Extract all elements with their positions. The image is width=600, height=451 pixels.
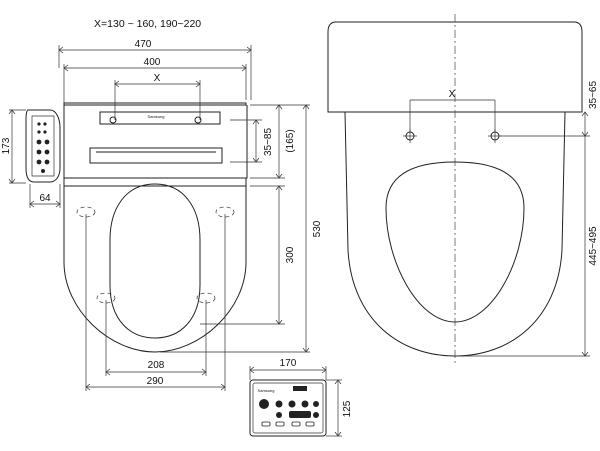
dim-125: 125 [342, 400, 353, 417]
dim-64: 64 [39, 193, 51, 204]
dim-445-495: 445~495 [588, 226, 599, 266]
dim-170: 170 [280, 358, 297, 369]
dim-530: 530 [312, 220, 323, 237]
remote-brand-logo: Samsung [258, 388, 275, 393]
dim-208: 208 [148, 360, 165, 371]
toilet-view: X 35~65 445~495 [327, 14, 599, 364]
toilet-dim-x: X [449, 89, 456, 100]
dim-35-65: 35~65 [588, 81, 599, 110]
remote-view: 170 Samsung 125 [249, 358, 353, 437]
dim-400: 400 [144, 57, 161, 68]
dim-35-85: 35~85 [263, 128, 274, 157]
dim-290: 290 [147, 376, 164, 387]
dim-x: X [154, 73, 161, 84]
dim-300: 300 [285, 246, 296, 263]
dim-165: (165) [285, 129, 296, 152]
dim-173: 173 [1, 137, 12, 154]
hole-spacing-note: X=130 ~ 160, 190~220 [94, 18, 201, 30]
seat-brand-logo: Samsung [148, 114, 165, 119]
dim-470: 470 [135, 39, 152, 50]
front-view: 470 400 X Samsung [1, 39, 323, 391]
